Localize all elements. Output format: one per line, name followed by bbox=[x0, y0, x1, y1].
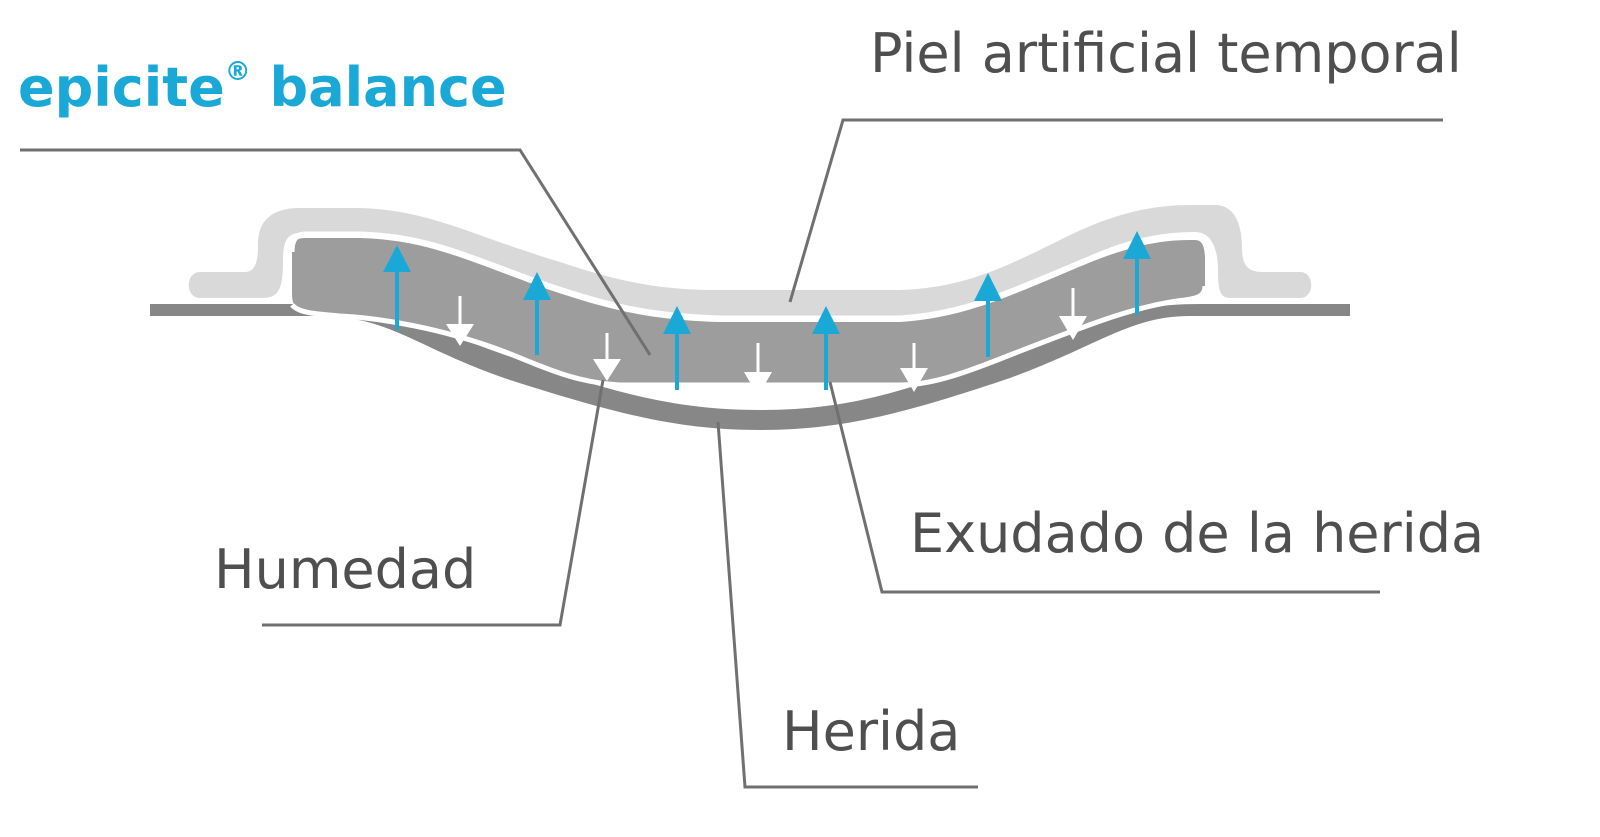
arrow-up-icon bbox=[974, 273, 1002, 357]
label-exudate: Exudado de la herida bbox=[910, 502, 1484, 565]
dressing-layer bbox=[292, 238, 1205, 385]
skin-gap-line bbox=[289, 231, 1191, 321]
leader-line-exudate bbox=[828, 381, 1380, 594]
artificial-skin-layer bbox=[188, 205, 1312, 318]
label-wound: Herida bbox=[782, 700, 960, 763]
label-moisture: Humedad bbox=[214, 538, 476, 601]
arrow-down-icon bbox=[593, 333, 621, 381]
leader-line-wound bbox=[716, 421, 978, 789]
arrow-up-icon bbox=[383, 245, 411, 330]
leader-line-product bbox=[20, 148, 652, 356]
moisture-arrows bbox=[446, 288, 1087, 396]
leader-line-skin bbox=[788, 118, 1443, 303]
exudate-arrows bbox=[383, 231, 1151, 390]
arrow-up-icon bbox=[812, 306, 840, 390]
arrow-down-icon bbox=[446, 296, 474, 346]
brand-title: epicite® balance bbox=[18, 56, 507, 119]
arrow-up-icon bbox=[523, 272, 551, 355]
arrow-down-icon bbox=[1059, 288, 1087, 340]
leader-line-moisture bbox=[262, 379, 605, 627]
arrow-up-icon bbox=[663, 306, 691, 390]
arrow-up-icon bbox=[1123, 231, 1151, 315]
arrow-down-icon bbox=[900, 343, 928, 392]
label-artificial-skin: Piel artificial temporal bbox=[870, 22, 1462, 85]
arrow-down-icon bbox=[744, 343, 772, 396]
